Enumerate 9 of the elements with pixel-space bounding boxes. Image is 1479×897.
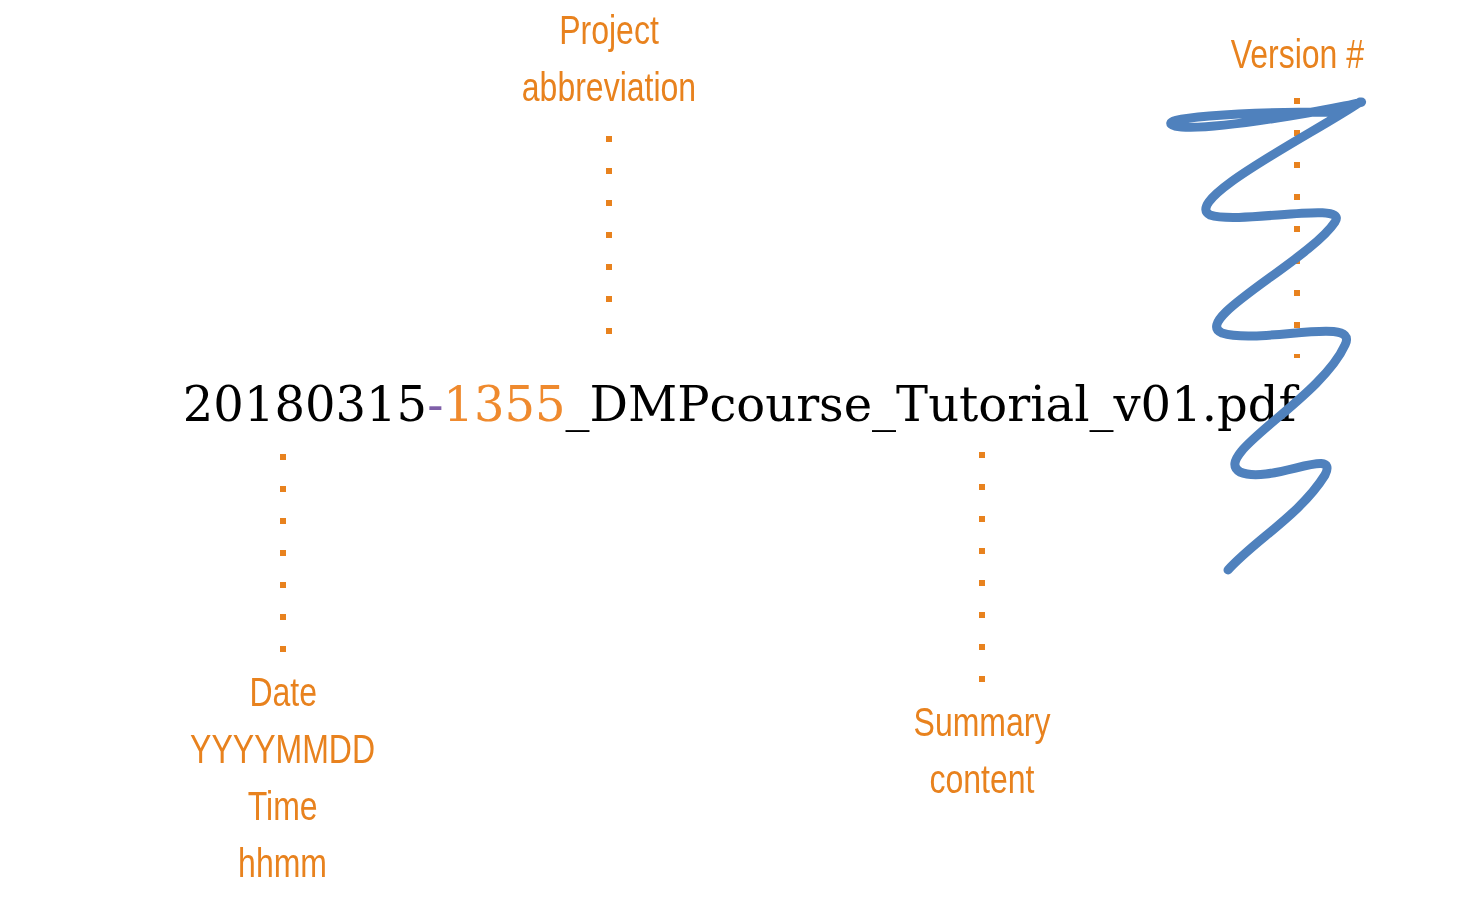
- annotation-label: Version #: [1230, 31, 1364, 78]
- annotation-label: Date: [249, 669, 317, 716]
- annotation-label: Summary content: [912, 699, 1052, 803]
- annotation-label: YYYYMMDD: [190, 726, 376, 773]
- annotation-label: Project abbreviation: [520, 7, 698, 111]
- annotation-label: Time: [248, 783, 318, 830]
- annotation-label: hhmm: [238, 840, 328, 887]
- leader-line: [979, 450, 985, 682]
- leader-line: [1294, 98, 1300, 358]
